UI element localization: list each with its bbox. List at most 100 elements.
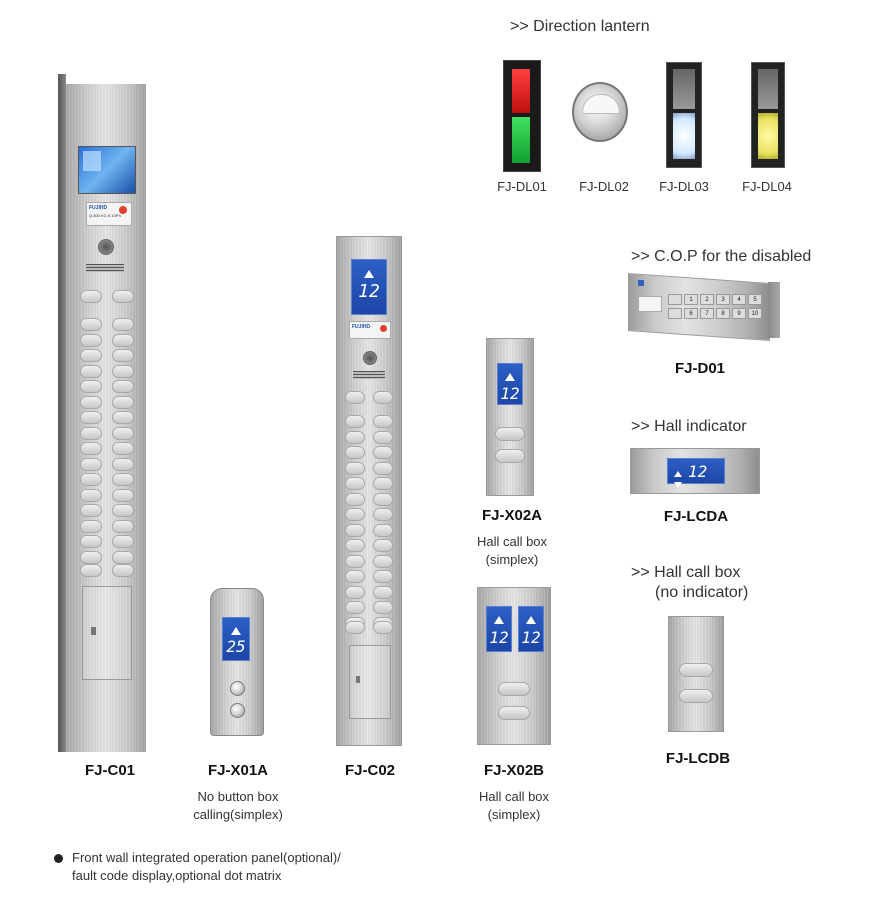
floor-button[interactable] — [112, 426, 134, 440]
floor-button[interactable] — [373, 415, 393, 428]
floor-display: 12 — [351, 259, 387, 315]
floor-button[interactable] — [373, 492, 393, 506]
floor-button[interactable] — [112, 442, 134, 455]
lantern-dl04 — [751, 62, 785, 168]
floor-button[interactable] — [345, 554, 365, 568]
d01-key[interactable]: 10 — [748, 308, 762, 319]
floor-number: 12 — [489, 628, 509, 647]
up-call-button[interactable] — [230, 681, 245, 696]
floor-button[interactable] — [112, 333, 134, 347]
floor-button[interactable] — [345, 477, 365, 490]
floor-button[interactable] — [80, 442, 102, 455]
floor-button[interactable] — [373, 601, 393, 614]
down-call-button[interactable] — [230, 703, 245, 718]
d01-key[interactable]: 7 — [700, 308, 714, 319]
floor-button[interactable] — [373, 446, 393, 459]
d01-key[interactable]: 2 — [700, 294, 714, 305]
floor-button[interactable] — [112, 318, 134, 331]
down-call-button[interactable] — [495, 449, 525, 463]
floor-button[interactable] — [112, 488, 134, 502]
alarm-button[interactable] — [345, 621, 365, 634]
floor-button[interactable] — [80, 504, 102, 517]
lantern-dl03 — [666, 62, 702, 168]
floor-button[interactable] — [80, 318, 102, 331]
d01-side — [768, 282, 780, 338]
up-arrow-icon — [487, 609, 511, 628]
floor-button[interactable] — [112, 380, 134, 393]
floor-button[interactable] — [373, 477, 393, 490]
floor-button[interactable] — [80, 488, 102, 502]
floor-button[interactable] — [112, 395, 134, 409]
floor-button[interactable] — [345, 492, 365, 506]
floor-button[interactable] — [80, 519, 102, 533]
floor-button[interactable] — [345, 415, 365, 428]
floor-button[interactable] — [80, 550, 102, 564]
floor-button[interactable] — [373, 570, 393, 583]
intercom-button[interactable] — [112, 564, 134, 577]
floor-button[interactable] — [80, 395, 102, 409]
cop-fj-d01: 1 2 3 4 5 6 7 8 9 10 — [628, 273, 780, 341]
floor-button[interactable] — [345, 461, 365, 475]
floor-button[interactable] — [80, 349, 102, 362]
floor-button[interactable] — [373, 430, 393, 444]
speaker-grille — [86, 264, 124, 272]
floor-button[interactable] — [345, 430, 365, 444]
floor-button[interactable] — [80, 457, 102, 471]
floor-button[interactable] — [80, 333, 102, 347]
section-subtitle-hall-call-box: (no indicator) — [655, 584, 749, 601]
door-open-button[interactable] — [80, 290, 102, 303]
floor-button[interactable] — [112, 457, 134, 471]
floor-button[interactable] — [112, 349, 134, 362]
hall-box-fj-x01a: 25 — [210, 588, 264, 736]
floor-button[interactable] — [112, 519, 134, 533]
d01-key[interactable]: 8 — [716, 308, 730, 319]
d01-key[interactable] — [668, 294, 682, 305]
d01-key[interactable]: 9 — [732, 308, 746, 319]
floor-button[interactable] — [373, 461, 393, 475]
floor-button[interactable] — [80, 426, 102, 440]
floor-button[interactable] — [345, 601, 365, 614]
d01-key[interactable]: 6 — [684, 308, 698, 319]
floor-button[interactable] — [373, 508, 393, 521]
floor-button[interactable] — [112, 364, 134, 378]
d01-key[interactable]: 1 — [684, 294, 698, 305]
floor-button[interactable] — [373, 539, 393, 552]
service-cabinet — [349, 645, 391, 719]
info-icon — [638, 280, 644, 286]
d01-key[interactable]: 4 — [732, 294, 746, 305]
floor-button[interactable] — [373, 554, 393, 568]
floor-button[interactable] — [112, 504, 134, 517]
door-close-button[interactable] — [112, 290, 134, 303]
floor-button[interactable] — [80, 411, 102, 424]
floor-button[interactable] — [112, 550, 134, 564]
up-call-button[interactable] — [498, 682, 530, 696]
floor-button[interactable] — [373, 585, 393, 599]
floor-button[interactable] — [112, 535, 134, 548]
up-call-button[interactable] — [679, 663, 713, 677]
door-open-button[interactable] — [345, 391, 365, 404]
floor-button[interactable] — [345, 570, 365, 583]
up-call-button[interactable] — [495, 427, 525, 441]
floor-button[interactable] — [345, 523, 365, 537]
floor-button[interactable] — [373, 523, 393, 537]
lcd-screen — [78, 146, 136, 194]
floor-button[interactable] — [112, 473, 134, 486]
intercom-button[interactable] — [373, 621, 393, 634]
floor-button[interactable] — [345, 446, 365, 459]
down-call-button[interactable] — [679, 689, 713, 703]
floor-button[interactable] — [80, 364, 102, 378]
d01-keypad: 1 2 3 4 5 6 7 8 9 10 — [668, 294, 764, 320]
door-close-button[interactable] — [373, 391, 393, 404]
d01-key[interactable]: 3 — [716, 294, 730, 305]
floor-button[interactable] — [345, 585, 365, 599]
down-call-button[interactable] — [498, 706, 530, 720]
d01-key[interactable]: 5 — [748, 294, 762, 305]
d01-key[interactable] — [668, 308, 682, 319]
floor-button[interactable] — [345, 508, 365, 521]
floor-button[interactable] — [80, 380, 102, 393]
floor-button[interactable] — [112, 411, 134, 424]
alarm-button[interactable] — [80, 564, 102, 577]
floor-button[interactable] — [80, 473, 102, 486]
floor-button[interactable] — [80, 535, 102, 548]
floor-button[interactable] — [345, 539, 365, 552]
